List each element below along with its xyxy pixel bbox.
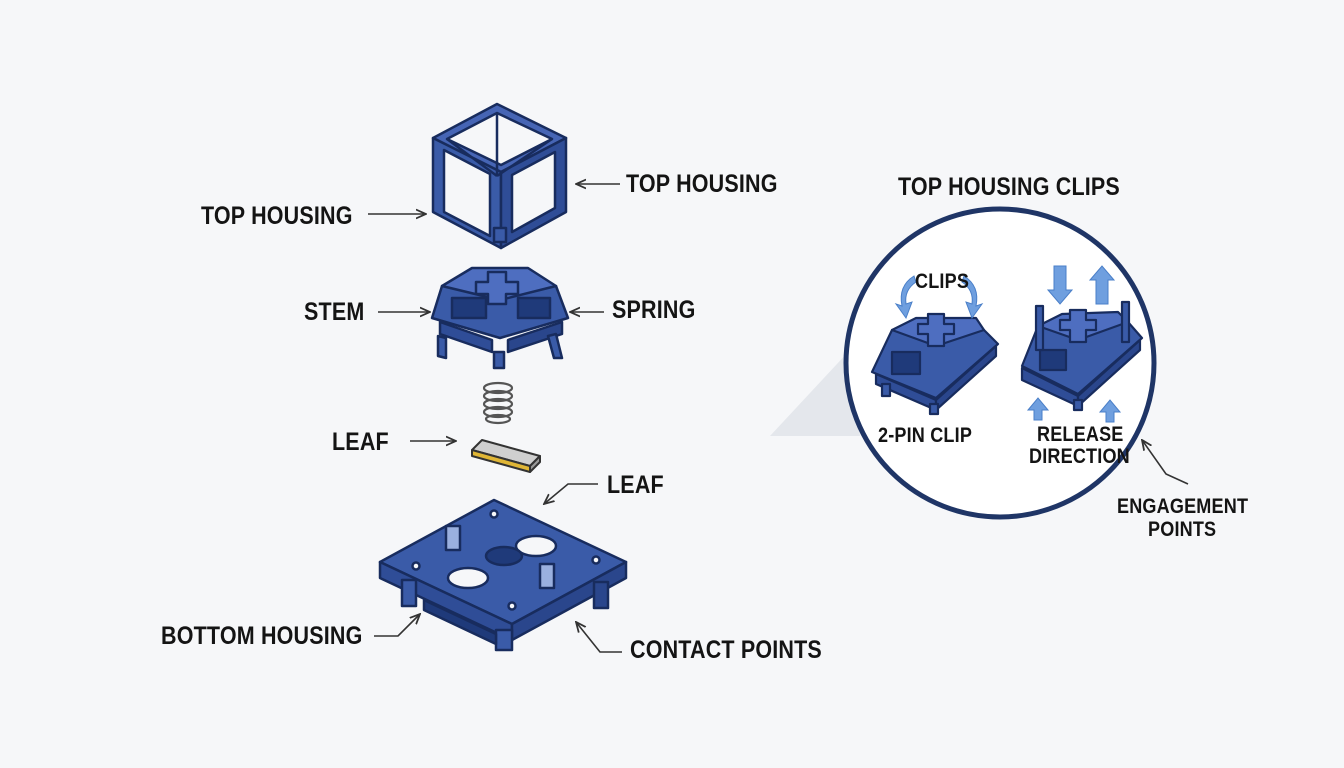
label-2pin-clip: 2-PIN CLIP bbox=[878, 424, 973, 447]
engagement-leader bbox=[1142, 440, 1189, 485]
label-release-line1: RELEASE bbox=[1037, 423, 1124, 446]
detail-switch-right bbox=[1020, 300, 1144, 412]
detail-circle bbox=[843, 206, 1157, 520]
label-engagement-line2: POINTS bbox=[1148, 518, 1217, 541]
leaf-contact bbox=[471, 439, 541, 473]
clip-arrows bbox=[894, 265, 1122, 423]
zoom-cone bbox=[770, 350, 860, 436]
top-housing-cube bbox=[431, 102, 568, 250]
label-engagement-line1: ENGAGEMENT bbox=[1117, 495, 1249, 518]
label-bottom-housing: BOTTOM HOUSING bbox=[161, 622, 363, 650]
label-clips: CLIPS bbox=[915, 270, 970, 293]
label-spring: SPRING bbox=[612, 296, 696, 324]
spring-coil bbox=[482, 381, 514, 425]
label-contact-points: CONTACT POINTS bbox=[630, 636, 822, 664]
leader-lines bbox=[368, 184, 622, 653]
label-leaf-left: LEAF bbox=[332, 428, 389, 456]
detail-switch-left bbox=[870, 312, 1000, 416]
bottom-housing-plate bbox=[378, 498, 628, 652]
label-release-line2: DIRECTION bbox=[1029, 445, 1130, 468]
label-stem: STEM bbox=[304, 298, 365, 326]
label-top-housing-right: TOP HOUSING bbox=[626, 170, 778, 198]
label-top-housing-left: TOP HOUSING bbox=[201, 202, 353, 230]
detail-title: TOP HOUSING CLIPS bbox=[898, 173, 1120, 201]
label-leaf-right: LEAF bbox=[607, 471, 664, 499]
stem-housing-part bbox=[430, 266, 570, 370]
